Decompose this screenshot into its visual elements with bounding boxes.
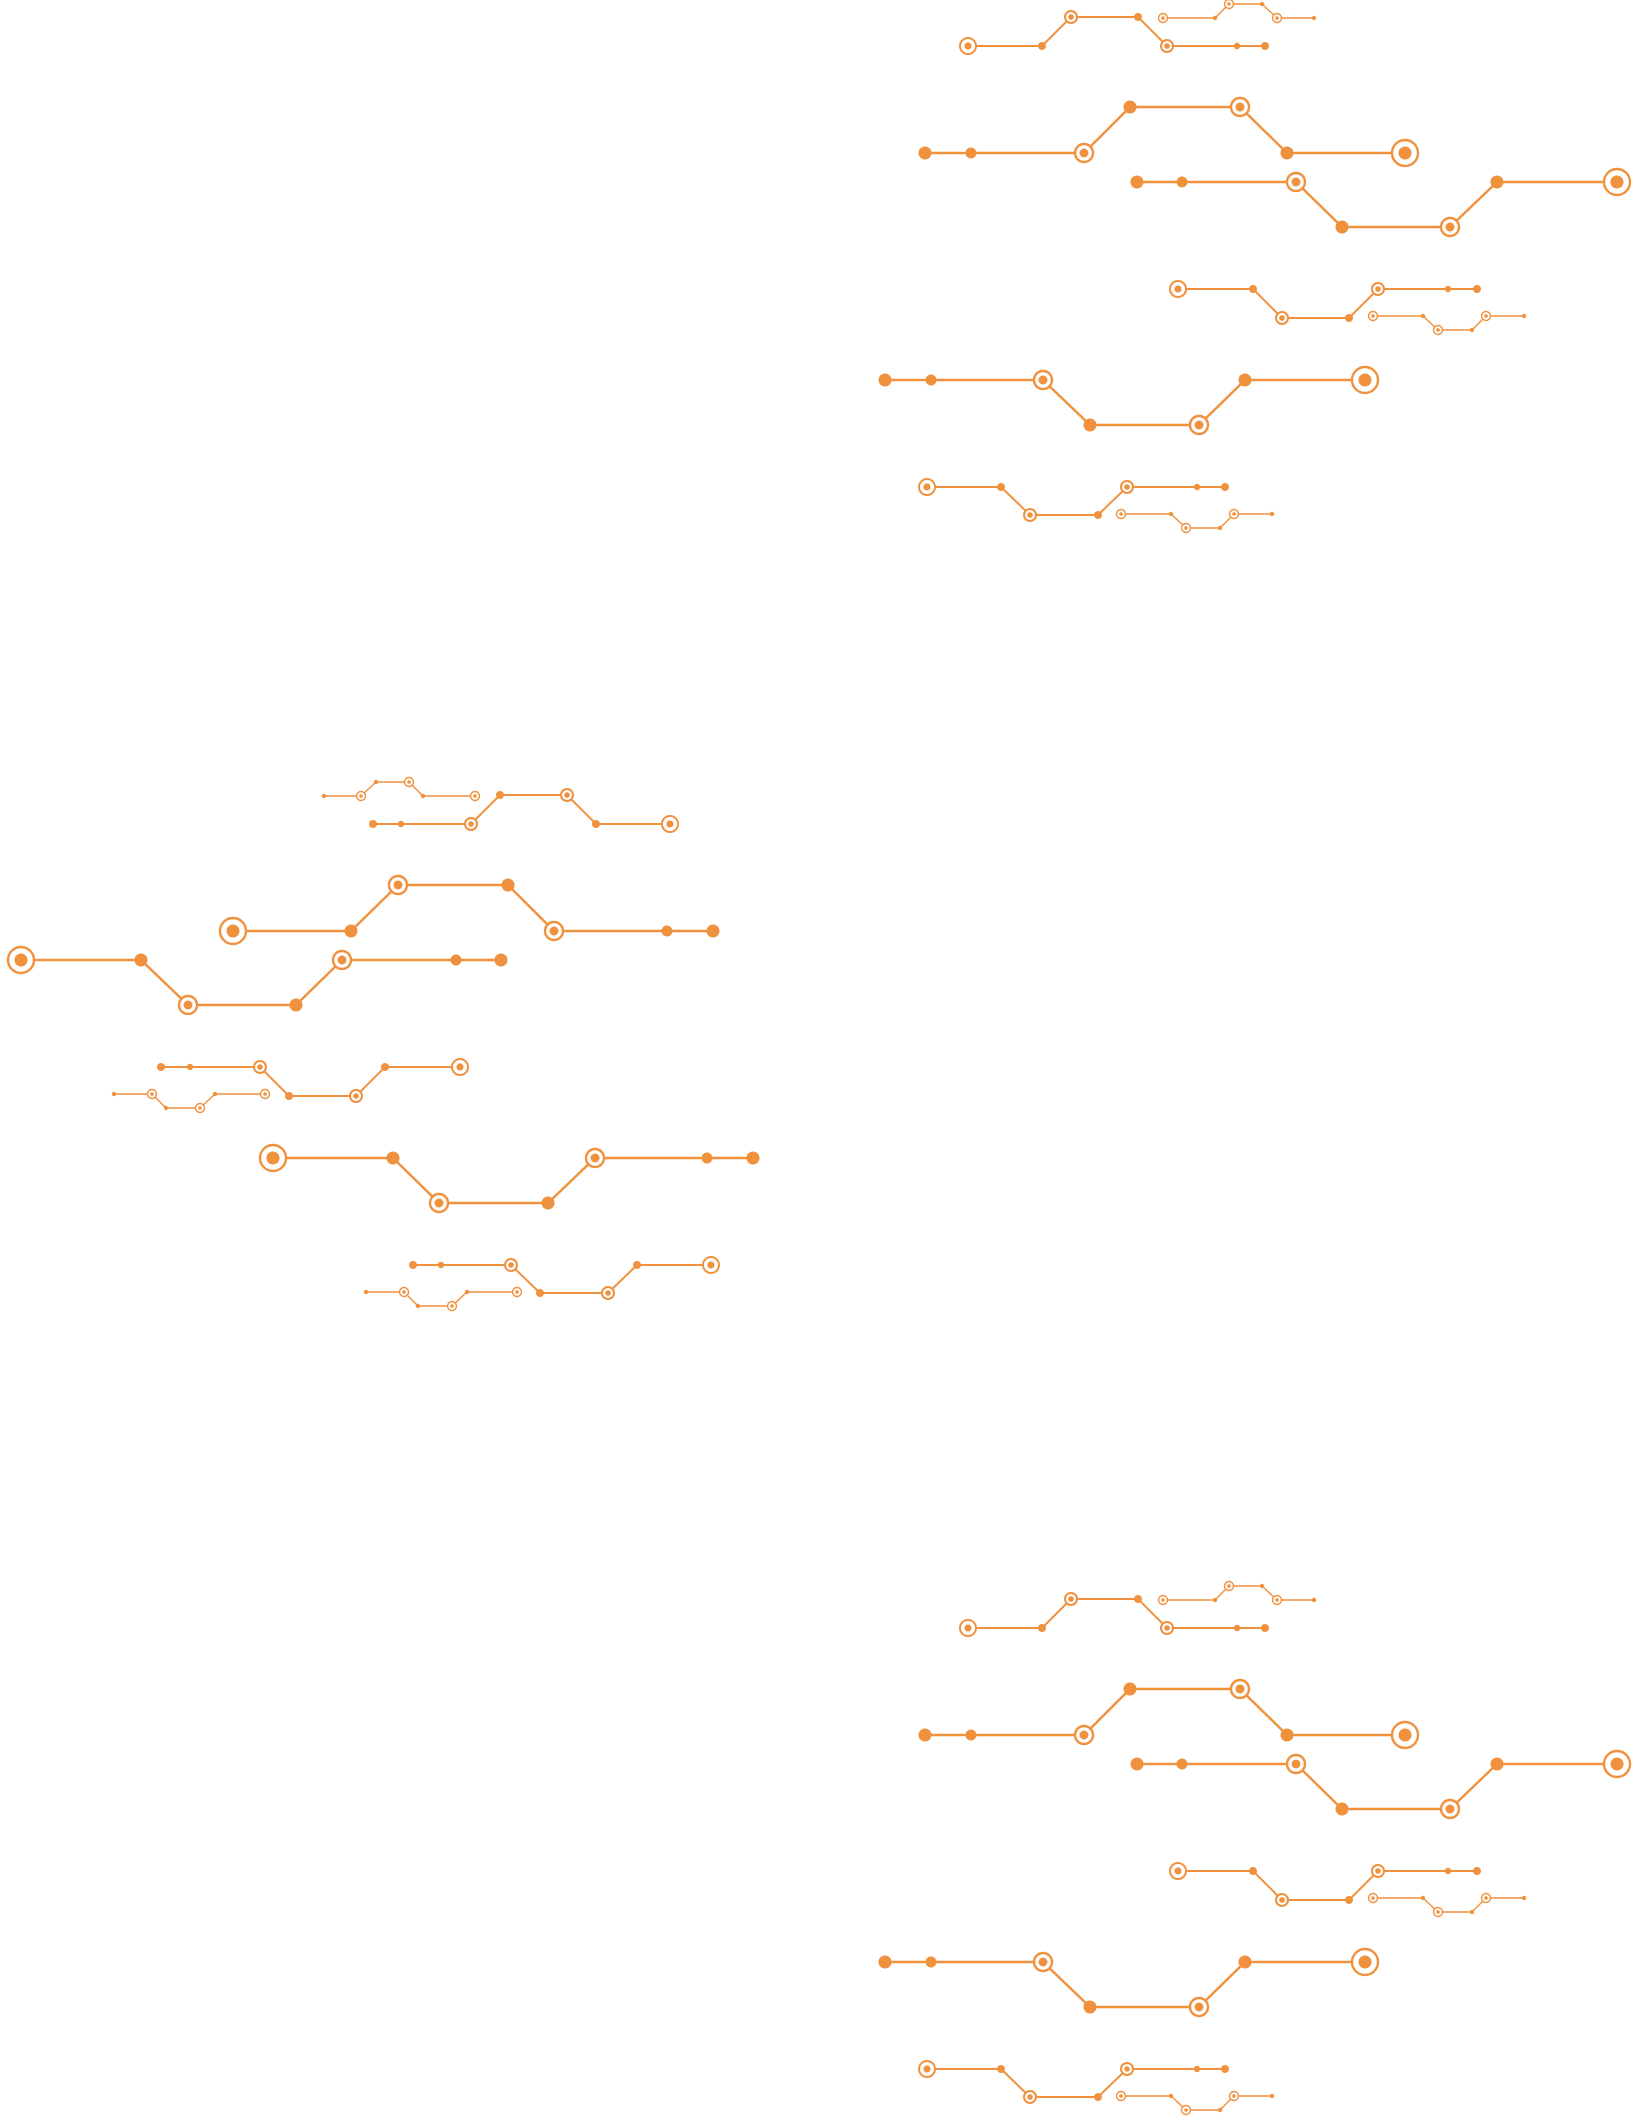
circuit-cluster-top-right [877,0,1632,534]
circuit-cluster-middle-left [6,776,761,1312]
circuit-cluster-bottom-right [877,1580,1632,2116]
circuit-traces [6,0,1632,2116]
